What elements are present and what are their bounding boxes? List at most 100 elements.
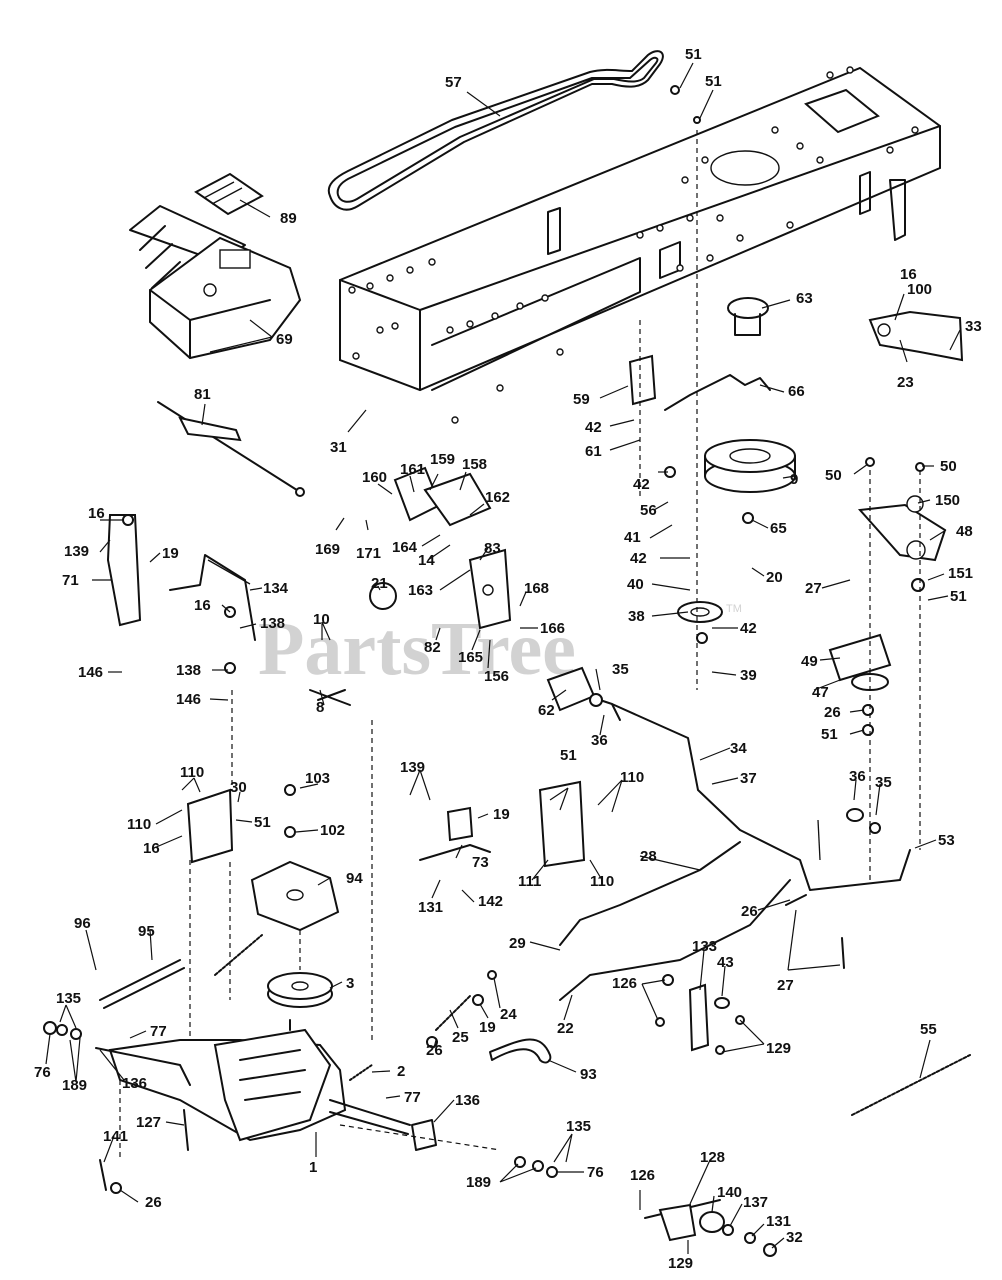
callout-160: 160 [362,469,387,486]
hardware [43,85,925,1257]
callout-53: 53 [938,832,955,849]
callout-129: 129 [668,1255,693,1272]
callout-161: 161 [400,461,425,478]
brake-bracket [688,983,730,1052]
callout-126: 126 [630,1167,655,1184]
callout-168: 168 [524,580,549,597]
callout-57: 57 [445,74,462,91]
callout-139: 139 [400,759,425,776]
callout-95: 95 [138,923,155,940]
callout-62: 62 [538,702,555,719]
springs [214,934,971,1116]
callout-135: 135 [566,1118,591,1135]
callout-61: 61 [585,443,602,460]
callout-162: 162 [485,489,510,506]
callout-71: 71 [62,572,79,589]
callout-50: 50 [940,458,957,475]
callout-37: 37 [740,770,757,787]
callout-131: 131 [766,1213,791,1230]
callout-3: 3 [346,975,354,992]
callout-1: 1 [309,1159,317,1176]
callout-35: 35 [875,774,892,791]
dashboard-panel [129,172,302,360]
callout-38: 38 [628,608,645,625]
callout-131: 131 [418,899,443,916]
transaxle-pulley [267,972,333,1008]
callout-138: 138 [260,615,285,632]
callout-59: 59 [573,391,590,408]
callout-150: 150 [935,492,960,509]
callout-51: 51 [254,814,271,831]
callout-100: 100 [907,281,932,298]
callout-labels: 57 51 51 89 69 63 16 100 33 23 81 59 66 … [34,46,982,1272]
frame-holes [348,66,919,424]
callout-29: 29 [509,935,526,952]
callout-51: 51 [950,588,967,605]
callout-51: 51 [560,747,577,764]
callout-76: 76 [587,1164,604,1181]
callout-30: 30 [230,779,247,796]
callout-33: 33 [965,318,982,335]
callout-36: 36 [849,768,866,785]
callout-23: 23 [897,374,914,391]
callout-27: 27 [805,580,822,597]
callout-102: 102 [320,822,345,839]
callout-156: 156 [484,668,509,685]
watermark-trademark: TM [726,603,742,615]
callout-69: 69 [276,331,293,348]
callout-96: 96 [74,915,91,932]
brake-lever [644,1199,725,1242]
callout-39: 39 [740,667,757,684]
callout-110: 110 [590,873,614,890]
callout-8: 8 [316,699,324,716]
callout-28: 28 [640,848,657,865]
callout-169: 169 [315,541,340,558]
callout-136: 136 [122,1075,147,1092]
callout-24: 24 [500,1006,517,1023]
callout-31: 31 [330,439,347,456]
callout-48: 48 [956,523,973,540]
callout-140: 140 [717,1184,742,1201]
callout-42: 42 [630,550,647,567]
callout-151: 151 [948,565,973,582]
callout-141: 141 [103,1128,128,1145]
callout-42: 42 [633,476,650,493]
callout-19: 19 [479,1019,496,1036]
callout-42: 42 [740,620,757,637]
callout-165: 165 [458,649,483,666]
drive-belt [327,50,664,211]
mounting-brackets [186,780,586,868]
callout-103: 103 [305,770,330,787]
callout-19: 19 [162,545,179,562]
callout-110: 110 [127,816,151,833]
leader-lines [45,62,961,1254]
reference-lines [119,130,921,1160]
callout-158: 158 [462,456,487,473]
callout-32: 32 [786,1229,803,1246]
callout-14: 14 [418,552,435,569]
callout-134: 134 [263,580,289,597]
callout-163: 163 [408,582,433,599]
callout-129: 129 [766,1040,791,1057]
callout-50: 50 [825,467,842,484]
transaxle [95,1019,411,1142]
callout-16: 16 [194,597,211,614]
callout-26: 26 [824,704,841,721]
callout-128: 128 [700,1149,725,1166]
callout-189: 189 [466,1174,491,1191]
callout-138: 138 [176,662,201,679]
callout-10: 10 [313,611,330,628]
callout-47: 47 [812,684,829,701]
callout-27: 27 [777,977,794,994]
callout-26: 26 [145,1194,162,1211]
callout-51: 51 [821,726,838,743]
callout-83: 83 [484,540,501,557]
callout-26: 26 [741,903,758,920]
callout-2: 2 [397,1063,405,1080]
cooling-fan [250,860,340,932]
callout-42: 42 [585,419,602,436]
callout-111: 111 [518,873,541,890]
callout-164: 164 [392,539,418,556]
callout-94: 94 [346,870,363,887]
callout-65: 65 [770,520,787,537]
